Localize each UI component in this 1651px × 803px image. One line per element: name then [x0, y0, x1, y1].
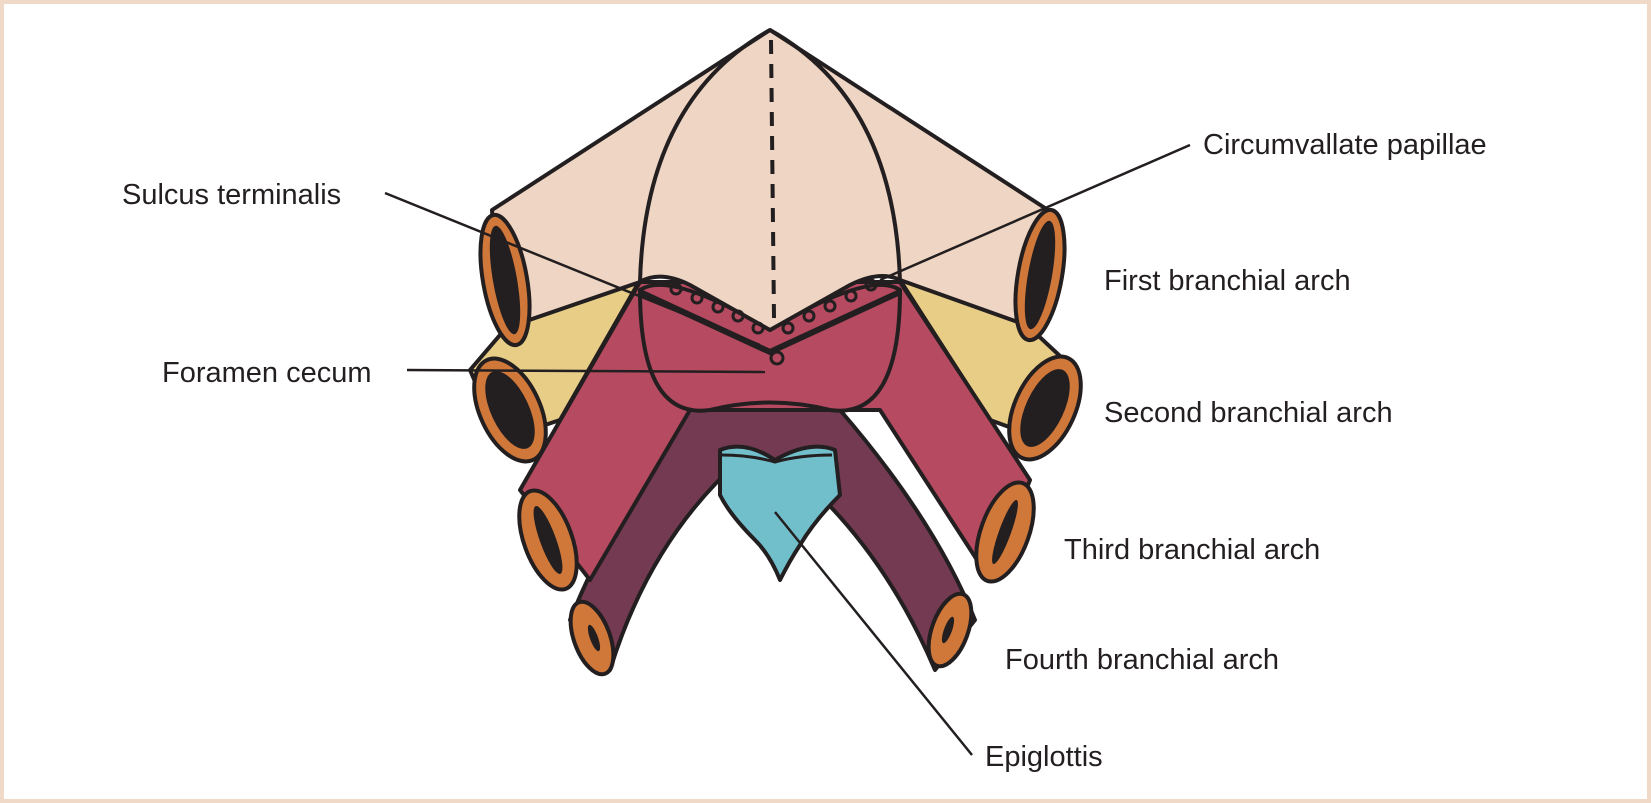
foramen-cecum [769, 350, 785, 366]
sulcus-terminalis [638, 289, 902, 356]
label-epiglottis: Epiglottis [985, 741, 1103, 773]
first-branchial-arch [478, 28, 1067, 348]
label-fourth-branchial-arch: Fourth branchial arch [1005, 644, 1279, 676]
leader-epiglottis [774, 511, 973, 756]
leader-circumvallate-papillae [879, 143, 1191, 282]
label-second-branchial-arch: Second branchial arch [1104, 397, 1393, 429]
label-third-branchial-arch: Third branchial arch [1064, 534, 1320, 566]
label-circumvallate-papillae: Circumvallate papillae [1203, 129, 1487, 161]
epiglottis [718, 444, 842, 582]
circumvallate-papillae [669, 278, 878, 335]
label-foramen-cecum: Foramen cecum [162, 357, 372, 389]
leader-sulcus-terminalis [384, 191, 761, 347]
label-first-branchial-arch: First branchial arch [1104, 265, 1351, 297]
label-sulcus-terminalis: Sulcus terminalis [122, 179, 341, 211]
leader-foramen-cecum [406, 368, 766, 374]
second-branchial-arch [468, 278, 1083, 464]
